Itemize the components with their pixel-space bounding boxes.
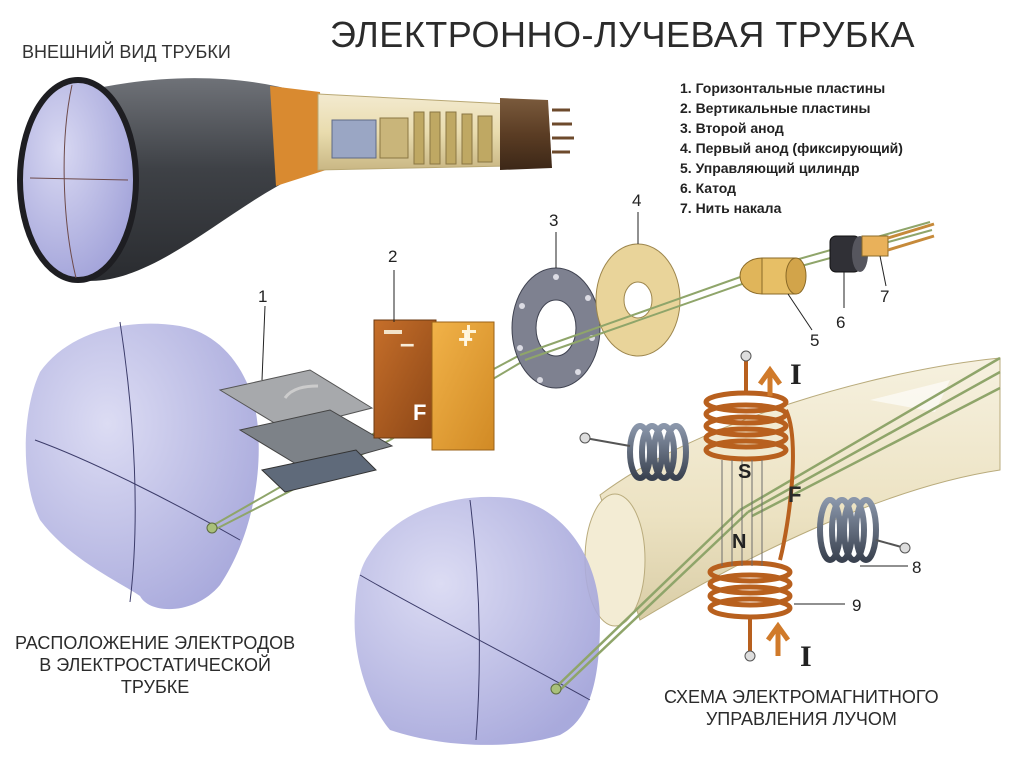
label-8: 8 [912,558,921,577]
current-label-bottom: I [800,640,812,673]
legend-item: 3. Второй анод [680,120,784,136]
legend-item: 5. Управляющий цилиндр [680,160,860,176]
pole-south: S [738,461,751,483]
current-label-top: I [790,358,802,391]
page-title: ЭЛЕКТРОННО-ЛУЧЕВАЯ ТРУБКА [330,14,916,55]
exterior-caption: ВНЕШНИЙ ВИД ТРУБКИ [22,42,231,62]
legend-item: 1. Горизонтальные пластины [680,80,886,96]
caption-line: В ЭЛЕКТРОСТАТИЧЕСКОЙ [39,655,271,675]
crt-exterior-illustration [17,77,574,283]
label-1: 1 [258,287,267,306]
legend-item: 4. Первый анод (фиксирующий) [680,140,903,156]
label-9: 9 [852,596,861,615]
label-5: 5 [810,331,819,350]
force-label-electrostatic: F [413,400,426,425]
label-2: 2 [388,247,397,266]
caption-line: УПРАВЛЕНИЯ ЛУЧОМ [705,709,897,729]
caption-line: РАСПОЛОЖЕНИЕ ЭЛЕКТРОДОВ [15,633,296,653]
parts-legend: 1. Горизонтальные пластины 2. Вертикальн… [680,78,903,218]
electromagnetic-assembly [354,350,1001,745]
caption-line: ТРУБКЕ [120,677,190,697]
electromagnetic-caption: СХЕМА ЭЛЕКТРОМАГНИТНОГО УПРАВЛЕНИЯ ЛУЧОМ [664,686,939,730]
electrostatic-caption: РАСПОЛОЖЕНИЕ ЭЛЕКТРОДОВ В ЭЛЕКТРОСТАТИЧЕ… [15,632,295,698]
legend-item: 2. Вертикальные пластины [680,100,871,116]
label-4: 4 [632,191,641,210]
electrostatic-assembly [25,212,935,610]
label-6: 6 [836,313,845,332]
caption-line: СХЕМА ЭЛЕКТРОМАГНИТНОГО [664,687,939,707]
pole-north: N [732,531,746,553]
legend-item: 6. Катод [680,180,736,196]
minus-sign: – [400,328,414,358]
force-label-magnetic: F [788,482,801,507]
label-7: 7 [880,287,889,306]
legend-item: 7. Нить накала [680,200,782,216]
label-3: 3 [549,211,558,230]
plus-sign: + [458,324,473,354]
